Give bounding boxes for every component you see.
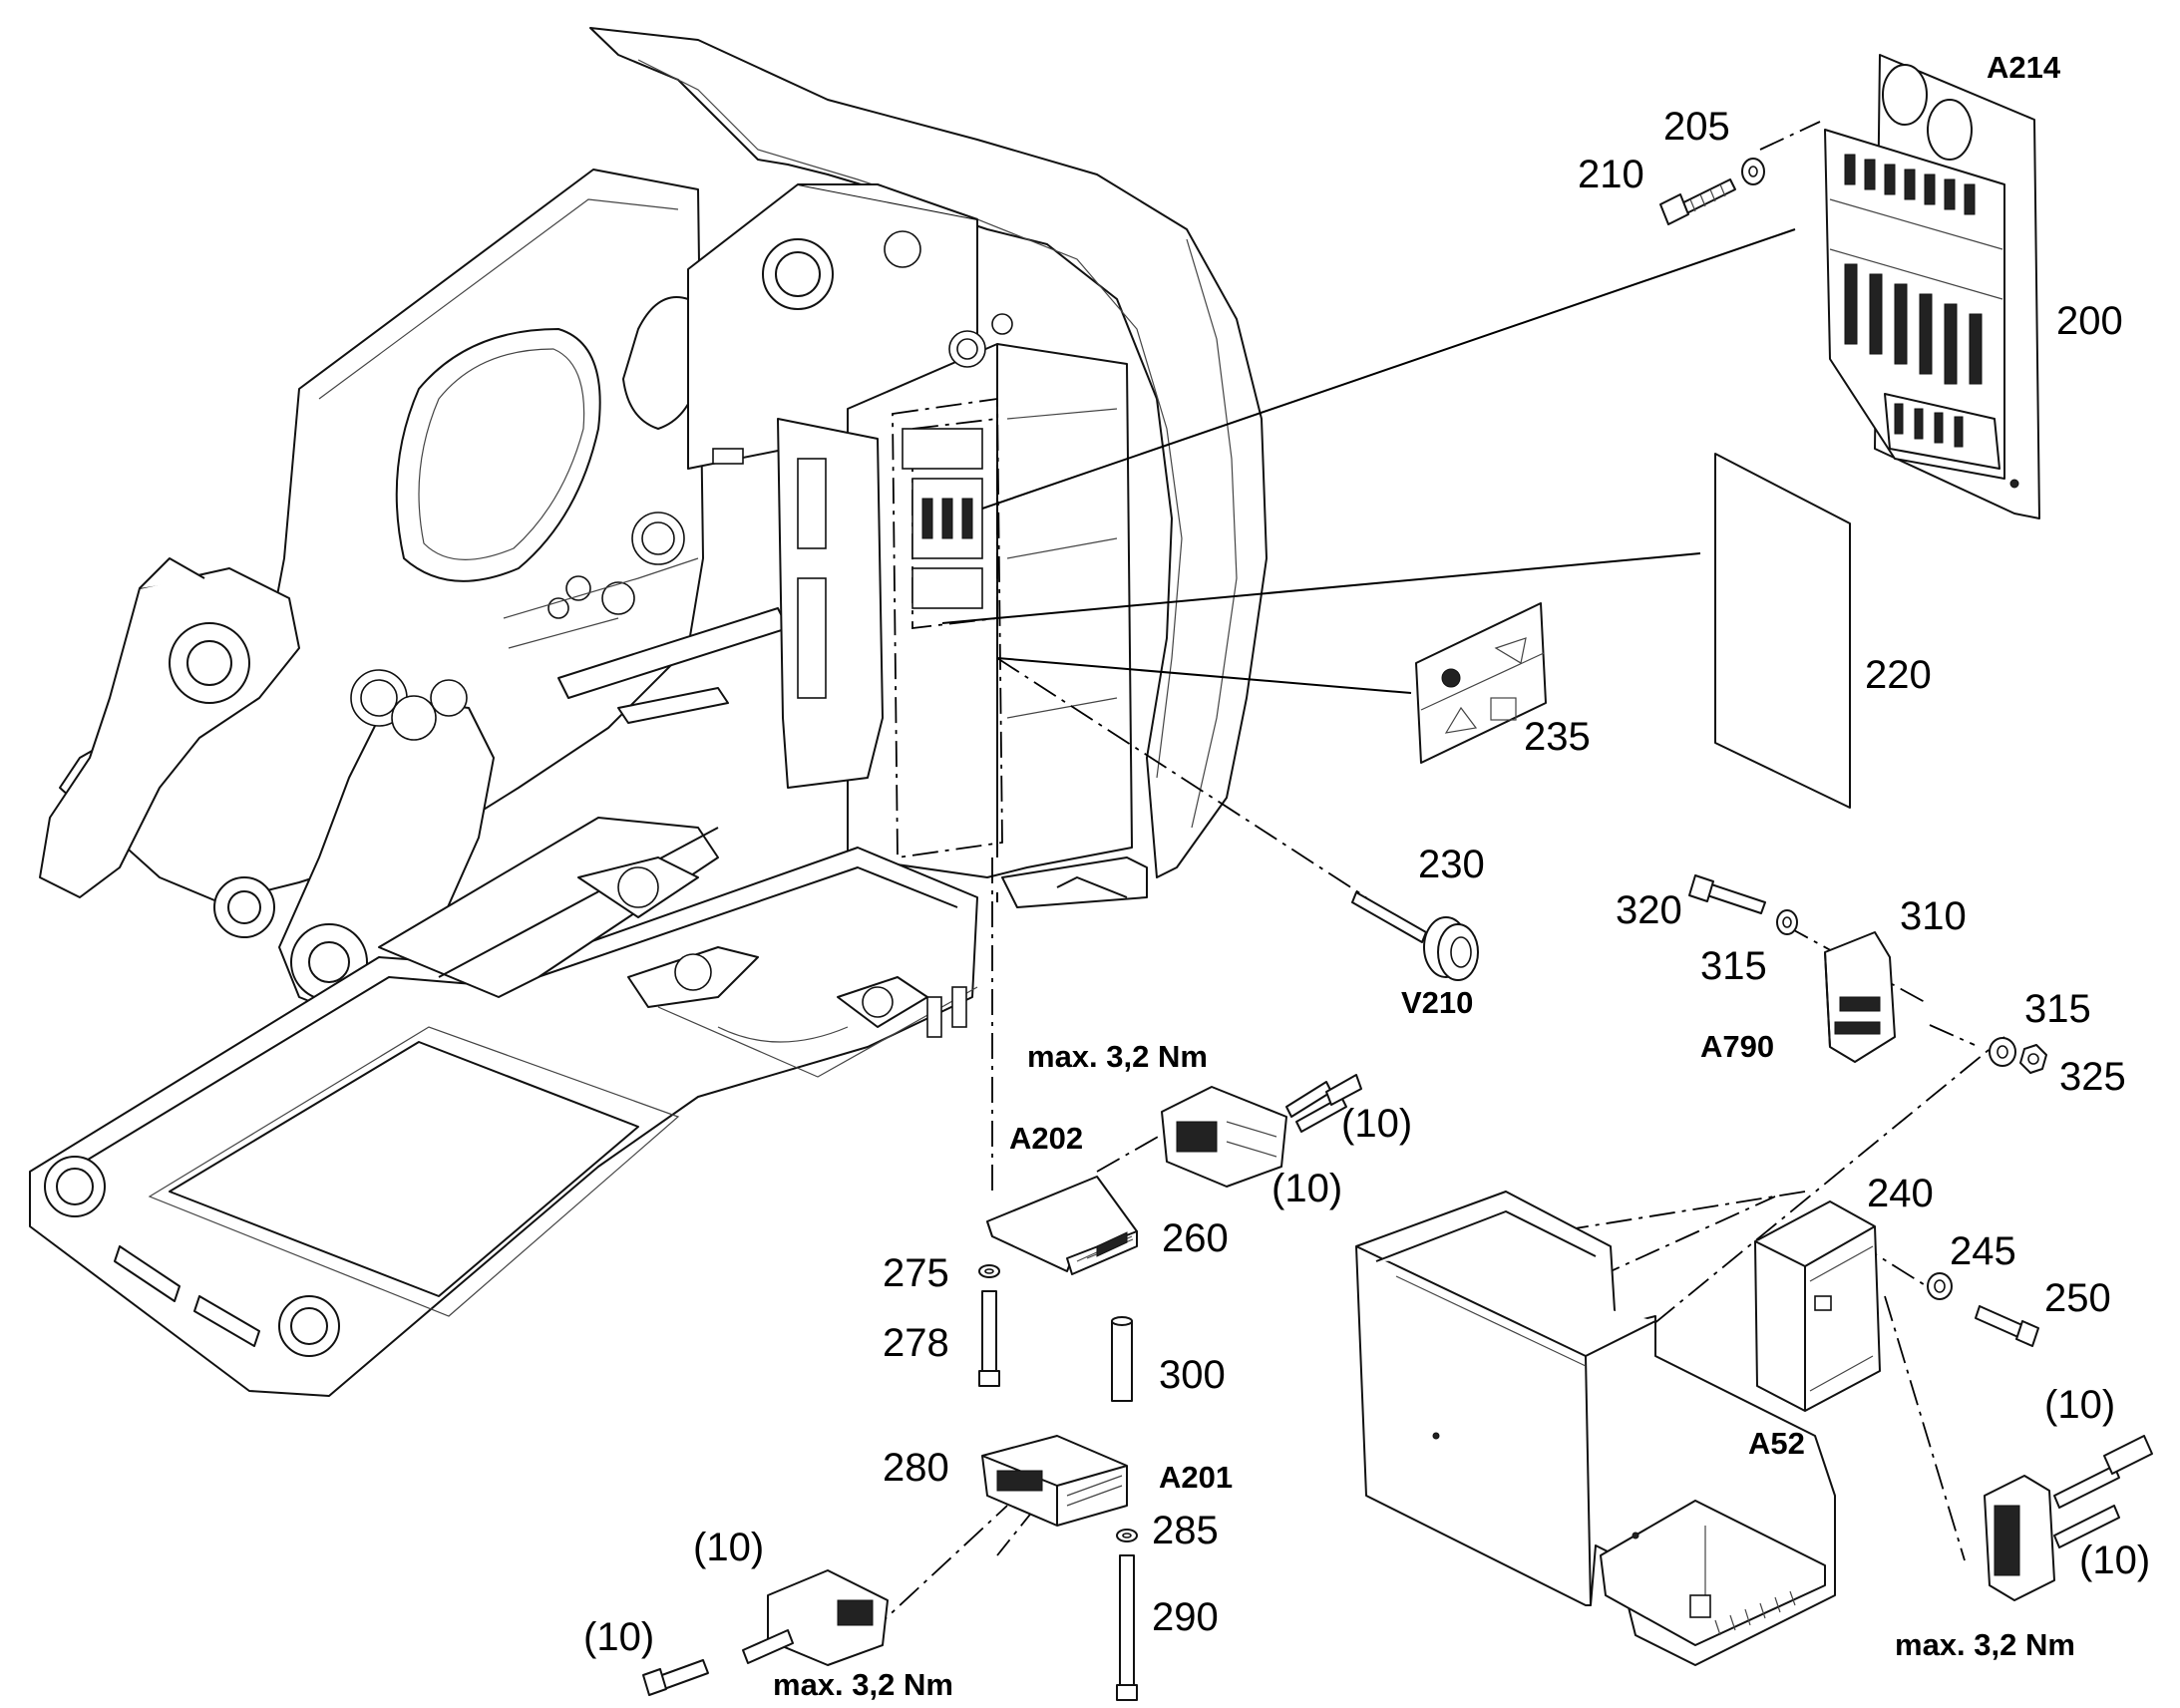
part-280-control-unit-A201 xyxy=(981,1435,1128,1527)
label-A214: A214 xyxy=(1987,50,2061,85)
part-connector-top xyxy=(1161,1074,1362,1188)
label-A202: A202 xyxy=(1009,1121,1083,1156)
label-325: 325 xyxy=(2059,1055,2126,1099)
part-275-washer xyxy=(978,1264,1000,1278)
label-10-e: (10) xyxy=(2044,1383,2115,1427)
part-235-warning-label xyxy=(1415,602,1547,764)
label-A201: A201 xyxy=(1159,1460,1233,1495)
part-285-washer xyxy=(1116,1529,1138,1542)
label-260: 260 xyxy=(1162,1216,1229,1260)
leader-lines xyxy=(867,121,2005,1636)
machine-frame xyxy=(29,27,1268,1397)
part-connector-bottom xyxy=(642,1569,889,1696)
label-280: 280 xyxy=(883,1446,949,1490)
label-torque-top: max. 3,2 Nm xyxy=(1027,1039,1208,1074)
part-315-washer-lower xyxy=(1989,1037,2016,1067)
label-230: 230 xyxy=(1418,843,1485,886)
part-housing-box xyxy=(1355,1191,1836,1666)
label-A52: A52 xyxy=(1748,1426,1805,1461)
label-torque-right: max. 3,2 Nm xyxy=(1895,1627,2075,1662)
part-connector-right xyxy=(1984,1435,2153,1601)
label-278: 278 xyxy=(883,1321,949,1365)
part-210-bolt xyxy=(1659,178,1736,225)
callout-labels: A214 205 210 200 220 235 230 V210 320 31… xyxy=(583,50,2150,1702)
part-300-spacer xyxy=(1111,1316,1133,1402)
label-245: 245 xyxy=(1950,1229,2016,1273)
part-290-bolt xyxy=(1116,1554,1138,1701)
label-275: 275 xyxy=(883,1251,949,1295)
part-240-controller-A52 xyxy=(1754,1200,1881,1412)
part-200-fuse-board xyxy=(1824,54,2040,519)
part-230-rotary-switch xyxy=(1351,891,1479,981)
label-V210: V210 xyxy=(1401,985,1473,1020)
part-278-bolt xyxy=(978,1290,1000,1387)
label-210: 210 xyxy=(1578,153,1644,196)
label-10-d: (10) xyxy=(583,1615,654,1659)
label-250: 250 xyxy=(2044,1276,2111,1320)
part-250-bolt xyxy=(1975,1305,2039,1347)
label-300: 300 xyxy=(1159,1353,1226,1397)
label-10-b: (10) xyxy=(1272,1167,1342,1210)
label-10-f: (10) xyxy=(2079,1538,2150,1582)
label-315-upper: 315 xyxy=(1700,944,1767,988)
label-10-a: (10) xyxy=(1341,1102,1412,1146)
part-320-bolt xyxy=(1688,874,1766,914)
label-A790: A790 xyxy=(1700,1029,1774,1064)
label-200: 200 xyxy=(2056,299,2123,343)
label-315-lower: 315 xyxy=(2024,987,2091,1031)
part-260-control-unit-A202 xyxy=(986,1176,1138,1275)
label-310: 310 xyxy=(1900,894,1967,938)
part-310-module-A790 xyxy=(1824,931,1896,1063)
part-315-washer-upper xyxy=(1776,909,1798,935)
label-205: 205 xyxy=(1663,105,1730,149)
part-245-washer xyxy=(1927,1272,1953,1300)
label-220: 220 xyxy=(1865,653,1932,697)
label-290: 290 xyxy=(1152,1595,1219,1639)
label-320: 320 xyxy=(1616,888,1682,932)
part-205-washer xyxy=(1741,158,1765,185)
label-235: 235 xyxy=(1524,715,1591,759)
label-10-c: (10) xyxy=(693,1526,764,1569)
label-285: 285 xyxy=(1152,1509,1219,1552)
part-220-label-sheet xyxy=(1714,453,1851,809)
part-325-nut xyxy=(2019,1044,2047,1074)
label-240: 240 xyxy=(1867,1172,1934,1215)
label-torque-bottom: max. 3,2 Nm xyxy=(773,1667,953,1702)
